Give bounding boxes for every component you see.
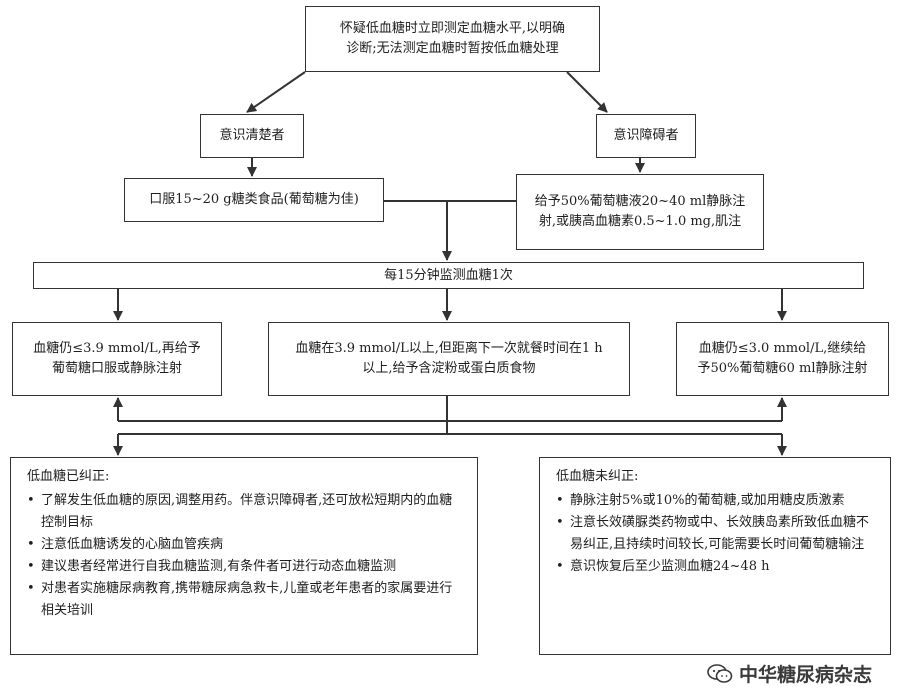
- corrected-title: 低血糖已纠正:: [27, 469, 110, 484]
- outcome-left-box: 血糖仍≤3.9 mmol/L,再给予 葡萄糖口服或静脉注射: [12, 322, 222, 396]
- monitor-text: 每15分钟监测血糖1次: [384, 267, 513, 283]
- monitor-box: 每15分钟监测血糖1次: [33, 262, 864, 289]
- iv-line-2: 射,或胰高血糖素0.5~1.0 mg,肌注: [538, 214, 742, 229]
- uncorrected-item: 注意长效磺脲类药物或中、长效胰岛素所致低血糖不易纠正,且持续时间较长,可能需要长…: [556, 512, 876, 556]
- outcome-right-line-1: 血糖仍≤3.0 mmol/L,继续给: [698, 341, 867, 356]
- wechat-icon: [707, 663, 733, 683]
- outcome-right-line-2: 予50%葡萄糖60 ml静脉注射: [697, 361, 868, 376]
- watermark-text: 中华糖尿病杂志: [738, 664, 872, 686]
- corrected-item: 建议患者经常进行自我血糖监测,有条件者可进行动态血糖监测: [27, 556, 463, 578]
- corrected-item: 对患者实施糖尿病教育,携带糖尿病急救卡,儿童或老年患者的家属要进行相关培训: [27, 578, 463, 622]
- start-line-2: 诊断;无法测定血糖时暂按低血糖处理: [346, 41, 559, 56]
- outcome-mid-box: 血糖在3.9 mmol/L以上,但距离下一次就餐时间在1 h 以上,给予含淀粉或…: [268, 322, 630, 396]
- outcome-mid-line-2: 以上,给予含淀粉或蛋白质食物: [362, 361, 536, 376]
- impaired-box: 意识障碍者: [596, 114, 696, 158]
- outcome-left-line-2: 葡萄糖口服或静脉注射: [51, 361, 182, 376]
- uncorrected-list: 静脉注射5%或10%的葡萄糖,或加用糖皮质激素 注意长效磺脲类药物或中、长效胰岛…: [556, 490, 876, 578]
- corrected-box: 低血糖已纠正: 了解发生低血糖的原因,调整用药。伴意识障碍者,还可放松短期内的血…: [10, 457, 478, 655]
- outcome-left-line-1: 血糖仍≤3.9 mmol/L,再给予: [33, 341, 201, 356]
- uncorrected-item: 静脉注射5%或10%的葡萄糖,或加用糖皮质激素: [556, 490, 876, 512]
- arrow-to-impaired: [566, 71, 608, 113]
- oral-box: 口服15~20 g糖类食品(葡萄糖为佳): [124, 178, 384, 222]
- corrected-item: 了解发生低血糖的原因,调整用药。伴意识障碍者,还可放松短期内的血糖控制目标: [27, 490, 463, 534]
- conscious-box: 意识清楚者: [200, 114, 304, 158]
- impaired-label: 意识障碍者: [613, 128, 679, 143]
- outcome-right-box: 血糖仍≤3.0 mmol/L,继续给 予50%葡萄糖60 ml静脉注射: [676, 322, 889, 396]
- uncorrected-title: 低血糖未纠正:: [556, 469, 639, 484]
- iv-line-1: 给予50%葡萄糖液20~40 ml静脉注: [534, 194, 746, 209]
- iv-box: 给予50%葡萄糖液20~40 ml静脉注 射,或胰高血糖素0.5~1.0 mg,…: [516, 174, 764, 250]
- start-box: 怀疑低血糖时立即测定血糖水平,以明确 诊断;无法测定血糖时暂按低血糖处理: [305, 6, 600, 72]
- conscious-label: 意识清楚者: [219, 128, 285, 143]
- outcome-mid-line-1: 血糖在3.9 mmol/L以上,但距离下一次就餐时间在1 h: [295, 341, 603, 356]
- corrected-list: 了解发生低血糖的原因,调整用药。伴意识障碍者,还可放松短期内的血糖控制目标 注意…: [27, 490, 463, 622]
- uncorrected-item: 意识恢复后至少监测血糖24~48 h: [556, 556, 876, 578]
- corrected-item: 注意低血糖诱发的心脑血管疾病: [27, 534, 463, 556]
- watermark: 中华糖尿病杂志: [707, 660, 872, 687]
- start-line-1: 怀疑低血糖时立即测定血糖水平,以明确: [339, 21, 566, 36]
- arrow-to-conscious: [246, 71, 306, 113]
- oral-text: 口服15~20 g糖类食品(葡萄糖为佳): [149, 192, 359, 207]
- uncorrected-box: 低血糖未纠正: 静脉注射5%或10%的葡萄糖,或加用糖皮质激素 注意长效磺脲类药…: [539, 457, 891, 655]
